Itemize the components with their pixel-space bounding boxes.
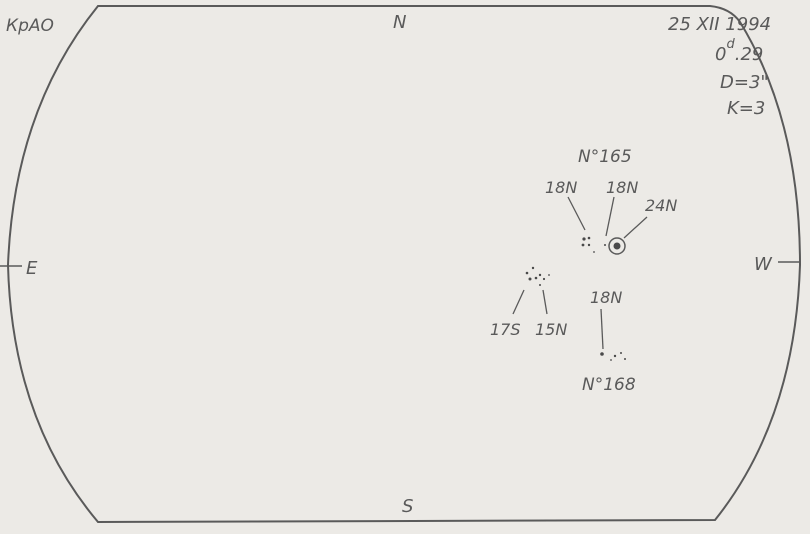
sunspots-middle [525,266,550,286]
sunspots-165 [581,236,626,255]
spot-label-2: 18N [606,178,638,197]
east-label: E [26,258,38,279]
spot-label-3: 24N [645,196,677,215]
time-fraction: .29 [735,44,764,65]
disk-outline [6,5,802,524]
time-sup: d [726,37,735,52]
spot-label-6: 18N [590,288,622,307]
spot-label-1: 18N [545,178,577,197]
north-label: N [393,12,406,33]
spot-label-5: 15N [535,320,567,339]
pointer-3 [623,216,648,239]
date-label: 25 XII 1994 [668,14,771,35]
pointer-6 [600,308,604,350]
south-label: S [402,496,413,517]
observatory-label: КрАО [6,16,54,36]
pointer-4 [512,289,525,315]
diameter-label: D=3" [720,72,769,93]
sunspots-168 [600,352,626,361]
west-label: W [754,254,773,275]
k-label: K=3 [727,98,765,119]
time-day: 0 [715,44,726,65]
pointer-1 [567,196,586,231]
spot-label-4: 17S [490,320,521,339]
group-165-label: N°165 [578,147,632,167]
pointer-2 [605,196,615,237]
group-168-label: N°168 [582,375,636,395]
time-label: 0d.29 [715,37,763,65]
pointer-5 [542,289,548,315]
